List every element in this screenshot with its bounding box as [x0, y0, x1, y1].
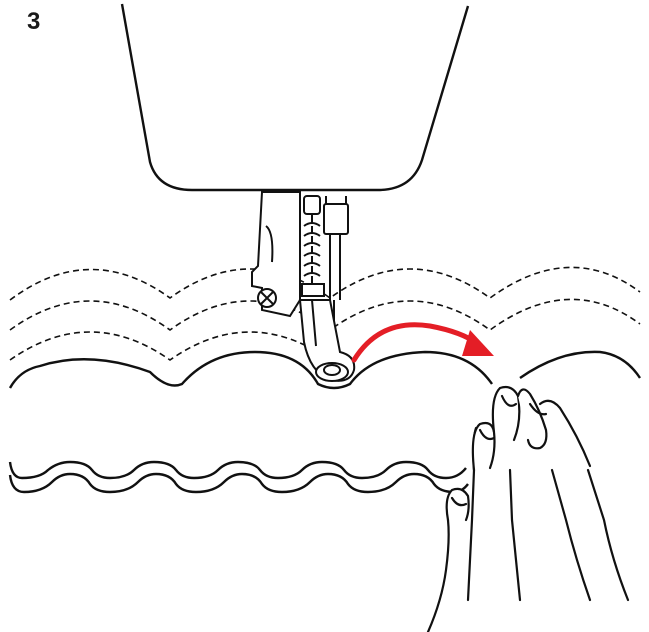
- fabric-scalloped-edge: [8, 350, 642, 390]
- curved-arrow-icon: [351, 322, 494, 363]
- lower-scalloped-seam: [8, 460, 469, 494]
- guiding-hand-icon: [426, 385, 630, 632]
- sewing-machine-head-icon: [120, 3, 470, 192]
- presser-foot-icon: [251, 191, 356, 382]
- step-number: 3: [27, 8, 41, 35]
